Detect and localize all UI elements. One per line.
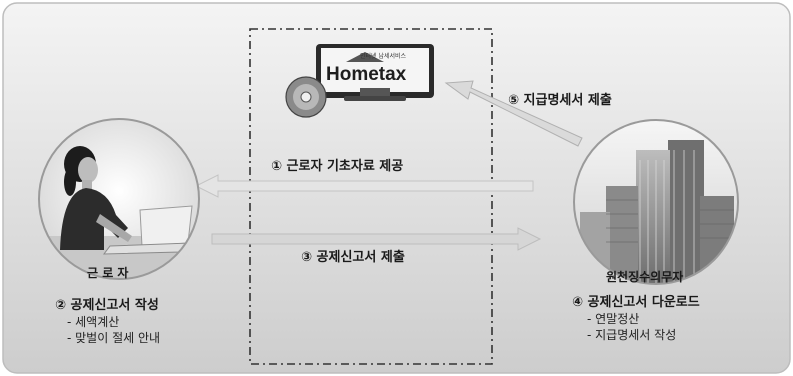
arrow-step1-left (194, 174, 534, 198)
step3-label: ③ 공제신고서 제출 (301, 250, 405, 265)
arrow-step3-right (211, 227, 542, 251)
hometax-zone-dashed-border (249, 28, 493, 365)
employer-building-illustration (574, 120, 738, 284)
hometax-logo-text: Hometax (326, 64, 407, 85)
employer-task-item: - 지급명세서 작성 (587, 328, 677, 342)
hometax-logo: Hometax (326, 60, 426, 85)
step1-label: ① 근로자 기초자료 제공 (271, 159, 404, 174)
worker-task-item: - 맞벌이 절세 안내 (67, 331, 161, 345)
hometax-logo-subtitle: 인터넷 납세서비스 (360, 53, 407, 60)
worker-task-item: - 세액계산 (67, 315, 120, 329)
step5-label: ⑤ 지급명세서 제출 (508, 93, 612, 108)
worker-title: 근 로 자 (87, 266, 129, 280)
worker-task-title: ② 공제신고서 작성 (55, 298, 159, 313)
employer-task-item: - 연말정산 (587, 312, 640, 326)
employer-title: 원천징수의무자 (606, 270, 684, 284)
employer-task-title: ④ 공제신고서 다운로드 (572, 295, 700, 310)
arrow-step5-diagonal (444, 80, 583, 147)
hometax-monitor-illustration (285, 44, 434, 118)
